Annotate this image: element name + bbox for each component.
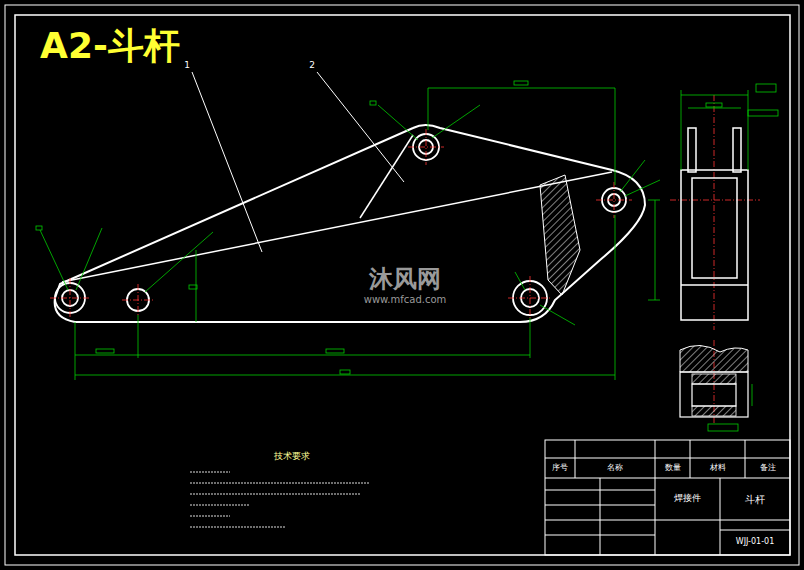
- callout-number: 2: [305, 60, 319, 72]
- callout-number: 1: [180, 60, 194, 72]
- drawing-number: WJJ-01-01: [720, 531, 790, 554]
- sheet-title: A2-斗杆: [20, 22, 200, 70]
- notes-heading: 技术要求: [262, 450, 322, 464]
- table-cell: 材料: [690, 459, 745, 477]
- table-cell: 名称: [575, 459, 655, 477]
- table-cell: 焊接件: [655, 479, 720, 519]
- table-cell: 备注: [745, 459, 790, 477]
- table-cell: 数量: [655, 459, 690, 477]
- part-name: 斗杆: [720, 479, 790, 519]
- watermark: 沐风网: [345, 262, 465, 296]
- table-cell: 序号: [545, 459, 575, 477]
- watermark: www.mfcad.com: [345, 292, 465, 306]
